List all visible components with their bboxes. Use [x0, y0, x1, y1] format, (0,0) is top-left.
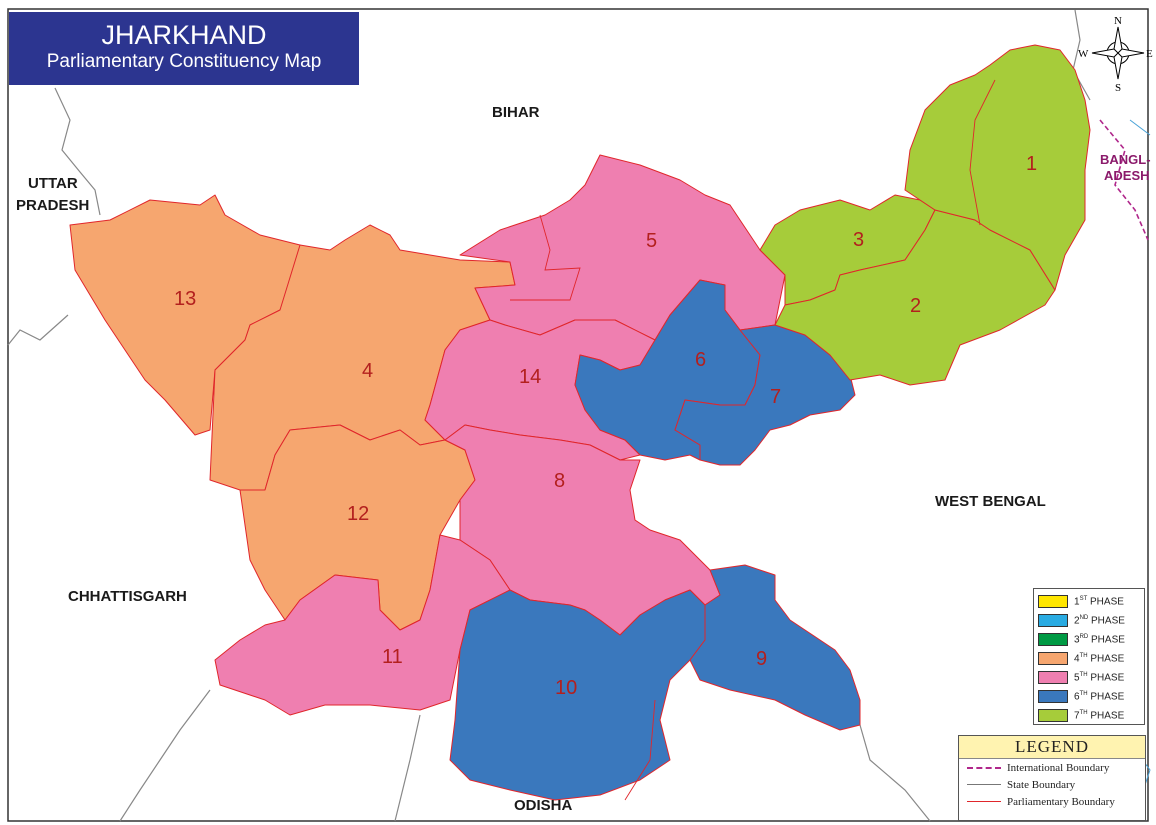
constituency-1-area [904, 44, 1091, 291]
label-chhattisgarh: CHHATTISGARH [68, 588, 187, 605]
map-subtitle: Parliamentary Constituency Map [46, 51, 322, 72]
pc-label-7: 7 [770, 386, 781, 408]
phase-5-sup: TH [1079, 671, 1088, 678]
pc-label-14: 14 [519, 366, 541, 388]
phase-7-swatch [1038, 709, 1068, 722]
phase-2-num: 2 [1074, 615, 1080, 627]
compass-rose: N S E W [1078, 15, 1153, 94]
pc-label-5: 5 [646, 230, 657, 252]
boundary-odisha-west [394, 714, 421, 822]
phase-2-swatch [1038, 614, 1068, 627]
compass-s: S [1115, 82, 1121, 94]
phase-7-word: PHASE [1090, 710, 1125, 722]
boundary-up-chhattisgarh [7, 314, 69, 346]
phase-5-word: PHASE [1090, 672, 1125, 684]
label-bihar: BIHAR [492, 104, 540, 121]
label-bangladesh-1: BANGL- [1100, 152, 1151, 167]
phase-3-sup: RD [1079, 633, 1089, 640]
phase-row-2: 2ND PHASE [1038, 611, 1140, 630]
grey-line-icon [967, 784, 1001, 785]
phase-6-num: 6 [1074, 691, 1080, 703]
phase-row-5: 5TH PHASE [1038, 668, 1140, 687]
legend-row-state: State Boundary [959, 776, 1145, 793]
red-line-icon [967, 801, 1001, 802]
constituency-9-area [689, 564, 861, 731]
boundary-up-bihar [54, 87, 101, 216]
map-frame [7, 8, 1149, 822]
boundary-wb-odisha [859, 724, 931, 822]
legend-row-parliamentary: Parliamentary Boundary [959, 793, 1145, 810]
pc-label-4: 4 [362, 360, 373, 382]
phase-7-num: 7 [1074, 710, 1080, 722]
phase-row-7: 7TH PHASE [1038, 706, 1140, 725]
phase-3-num: 3 [1074, 634, 1080, 646]
phase-1-num: 1 [1074, 596, 1080, 608]
pc-label-10: 10 [555, 677, 577, 699]
phase-row-3: 3RD PHASE [1038, 630, 1140, 649]
boundary-bihar-wb [1072, 9, 1091, 101]
pc-label-12: 12 [347, 503, 369, 525]
phase-4-num: 4 [1074, 653, 1080, 665]
phase-row-4: 4TH PHASE [1038, 649, 1140, 668]
phase-1-word: PHASE [1090, 596, 1124, 608]
state-boundaries [7, 9, 1091, 822]
phase-4-word: PHASE [1090, 653, 1125, 665]
map-title: JHARKHAND [101, 20, 267, 50]
boundary-chhattisgarh-odisha [119, 689, 211, 822]
compass-w: W [1078, 48, 1089, 60]
constituency-11-area [214, 534, 511, 716]
label-odisha: ODISHA [514, 797, 573, 814]
label-west-bengal: WEST BENGAL [935, 493, 1046, 510]
boundary-bangladesh [1099, 119, 1149, 241]
pc-label-9: 9 [756, 648, 767, 670]
label-bangladesh-2: ADESH [1104, 168, 1150, 183]
phase-5-swatch [1038, 671, 1068, 684]
pc-label-1: 1 [1026, 153, 1037, 175]
phase-6-swatch [1038, 690, 1068, 703]
legend-parliamentary-label: Parliamentary Boundary [1007, 795, 1115, 808]
phase-5-num: 5 [1074, 672, 1080, 684]
boundary-legend: LEGEND International Boundary State Boun… [958, 735, 1146, 821]
phase-2-sup: ND [1079, 614, 1089, 621]
phase-4-sup: TH [1079, 652, 1088, 659]
phase-7-sup: TH [1079, 709, 1088, 716]
pc-label-8: 8 [554, 470, 565, 492]
label-uttar-pradesh-2: PRADESH [16, 197, 89, 214]
phase-4-swatch [1038, 652, 1068, 665]
constituency-5-area [459, 154, 786, 341]
phase-3-word: PHASE [1091, 634, 1125, 646]
pc-label-3: 3 [853, 229, 864, 251]
phase-1-swatch [1038, 595, 1068, 608]
phase-2-word: PHASE [1091, 615, 1125, 627]
map-title-box: JHARKHAND Parliamentary Constituency Map [9, 12, 359, 85]
dashed-magenta-line-icon [967, 766, 1001, 769]
phase-legend: 1ST PHASE 2ND PHASE 3RD PHASE 4TH PHASE … [1033, 588, 1145, 725]
phase-1-sup: ST [1079, 595, 1088, 602]
legend-row-international: International Boundary [959, 759, 1145, 776]
legend-title: LEGEND [959, 736, 1145, 759]
pc-label-2: 2 [910, 295, 921, 317]
parliamentary-boundary-lines [510, 79, 996, 801]
legend-international-label: International Boundary [1007, 761, 1110, 774]
pc-label-13: 13 [174, 288, 196, 310]
constituency-10-area [449, 589, 706, 801]
phase-row-1: 1ST PHASE [1038, 592, 1140, 611]
pc-label-6: 6 [695, 349, 706, 371]
pc-label-11: 11 [382, 646, 403, 668]
constituency-polygons [69, 44, 1091, 801]
phase-6-word: PHASE [1090, 691, 1125, 703]
legend-state-label: State Boundary [1007, 778, 1076, 791]
phase-6-sup: TH [1079, 690, 1088, 697]
compass-e: E [1146, 48, 1153, 60]
label-uttar-pradesh-1: UTTAR [28, 175, 78, 192]
phase-row-6: 6TH PHASE [1038, 687, 1140, 706]
phase-3-swatch [1038, 633, 1068, 646]
compass-n: N [1114, 15, 1122, 27]
